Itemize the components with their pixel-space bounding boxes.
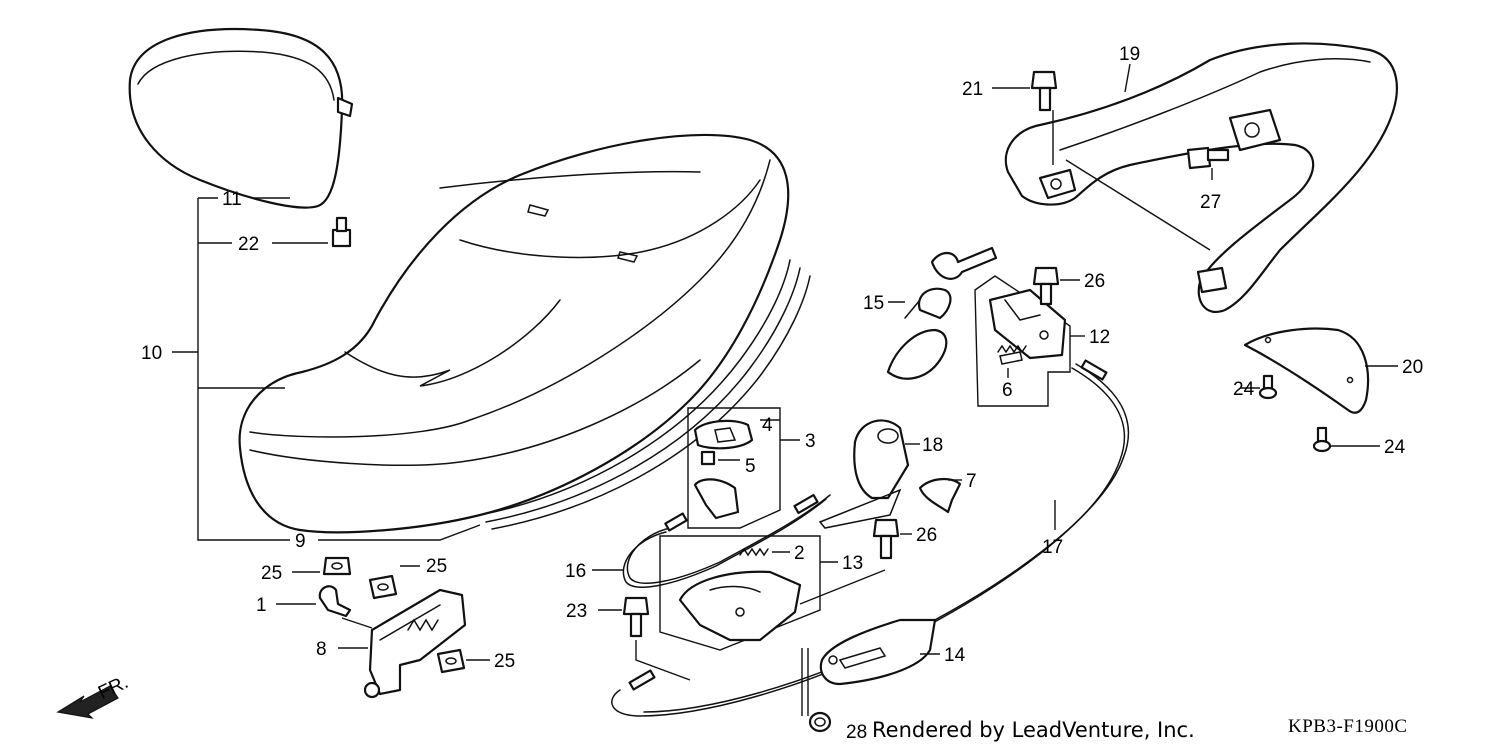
latch-group-13	[659, 535, 886, 651]
label-part-20: 20	[1402, 357, 1423, 378]
label-part-9: 9	[295, 531, 306, 552]
label-part-11: 11	[222, 189, 242, 210]
label-part-28: 28	[846, 722, 867, 743]
bolt-26a	[1032, 266, 1060, 306]
label-part-6: 6	[1002, 380, 1013, 401]
label-part-16: 16	[565, 561, 586, 582]
bolt-21	[1030, 70, 1058, 112]
cable-17	[611, 359, 1130, 717]
latch-cover-14	[819, 618, 937, 686]
label-part-10: 10	[141, 343, 162, 364]
seat-switch-group	[687, 407, 800, 529]
label-part-21: 21	[962, 79, 983, 100]
group-bracket	[172, 197, 481, 541]
nut-25b	[368, 574, 398, 600]
label-part-18: 18	[922, 435, 943, 456]
seat-lock-assembly	[974, 275, 1071, 407]
label-part-3: 3	[805, 431, 816, 452]
main-seat	[238, 133, 811, 534]
label-part-15: 15	[863, 293, 884, 314]
clamp-1	[318, 585, 352, 618]
cable-guide-18	[818, 419, 910, 529]
backrest-pad	[128, 28, 354, 209]
label-part-25b: 25	[426, 556, 447, 577]
bolt-23	[622, 596, 650, 638]
grab-rail	[1004, 42, 1398, 313]
label-part-24a: 24	[1233, 379, 1255, 400]
screw-24a	[1258, 374, 1278, 400]
side-cover	[1243, 327, 1370, 414]
label-part-1: 1	[256, 595, 267, 616]
label-part-25a: 25	[261, 563, 282, 584]
clip-7	[918, 478, 962, 514]
label-part-12: 12	[1089, 327, 1110, 348]
label-part-22: 22	[238, 234, 259, 255]
label-part-27: 27	[1200, 192, 1221, 213]
nut-25c	[436, 648, 466, 674]
label-part-7: 7	[966, 471, 977, 492]
label-part-5: 5	[745, 456, 756, 477]
grommet-28	[808, 711, 832, 733]
label-part-8: 8	[316, 639, 327, 660]
nut-25a	[322, 556, 352, 576]
label-part-24b: 24	[1384, 437, 1406, 458]
bolt-27	[1186, 146, 1230, 170]
cable-16	[622, 493, 831, 588]
label-part-26a: 26	[1084, 271, 1105, 292]
hinge-bracket-8	[363, 588, 467, 699]
diagram-code: KPB3-F1900C	[1288, 716, 1408, 737]
front-arrow-icon: FR.	[56, 672, 132, 719]
label-part-25c: 25	[494, 651, 515, 672]
credit-text: Rendered by LeadVenture, Inc.	[872, 718, 1195, 742]
label-part-2: 2	[794, 543, 805, 564]
key-cylinder	[886, 246, 998, 380]
bolt-26b	[872, 518, 900, 560]
label-part-4: 4	[762, 415, 773, 436]
screw-22	[331, 216, 352, 248]
label-part-13: 13	[842, 553, 863, 574]
label-part-26b: 26	[916, 525, 937, 546]
label-part-23: 23	[566, 601, 587, 622]
screw-24b	[1312, 426, 1332, 453]
label-part-14: 14	[944, 645, 966, 666]
spring-6	[997, 344, 1027, 354]
label-part-19: 19	[1119, 44, 1140, 65]
label-part-17: 17	[1042, 537, 1063, 558]
